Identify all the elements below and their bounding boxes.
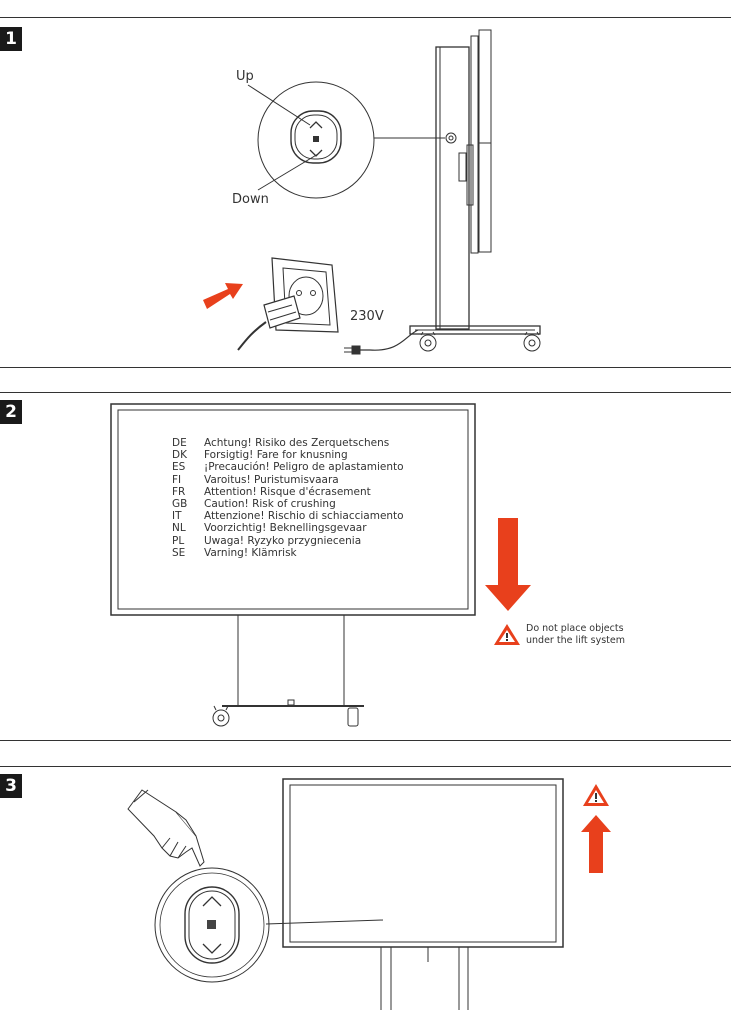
lift-stand-side bbox=[344, 29, 541, 355]
wall-socket bbox=[237, 257, 339, 351]
step-1-badge: 1 bbox=[0, 27, 22, 51]
step-3-badge: 3 bbox=[0, 774, 22, 798]
display-front-large bbox=[282, 778, 564, 1010]
insert-arrow-icon bbox=[203, 283, 243, 309]
warning-triangle-icon bbox=[494, 624, 520, 645]
down-chevron-icon-large bbox=[202, 943, 222, 954]
control-pad-zoom-large bbox=[154, 867, 384, 983]
arrow-up-icon bbox=[581, 815, 611, 873]
up-chevron-icon bbox=[309, 121, 323, 129]
display-front bbox=[110, 403, 476, 727]
arrow-down-icon bbox=[485, 518, 531, 611]
voltage-label: 230V bbox=[350, 309, 384, 324]
step-2-badge: 2 bbox=[0, 400, 22, 424]
warning-triangle-icon-large bbox=[583, 784, 609, 806]
section-2-bottom-rule bbox=[0, 740, 731, 741]
section-3-top-rule bbox=[0, 766, 731, 767]
section-1-bottom-rule bbox=[0, 367, 731, 368]
up-label: Up bbox=[236, 69, 254, 84]
lift-notice-line-2: under the lift system bbox=[526, 635, 625, 646]
power-plug-icon bbox=[344, 345, 361, 355]
section-2-top-rule bbox=[0, 392, 731, 393]
lift-notice: Do not place objects under the lift syst… bbox=[526, 623, 625, 647]
warning-row-es: ES¡Precaución! Peligro de aplastamiento bbox=[172, 461, 404, 474]
down-label: Down bbox=[232, 192, 269, 207]
section-1-top-rule bbox=[0, 17, 731, 18]
up-chevron-icon-large bbox=[202, 896, 222, 907]
control-pad-zoom bbox=[247, 81, 445, 199]
pointing-hand-icon bbox=[127, 789, 205, 867]
lift-notice-line-1: Do not place objects bbox=[526, 623, 624, 634]
down-chevron-icon bbox=[309, 149, 323, 157]
